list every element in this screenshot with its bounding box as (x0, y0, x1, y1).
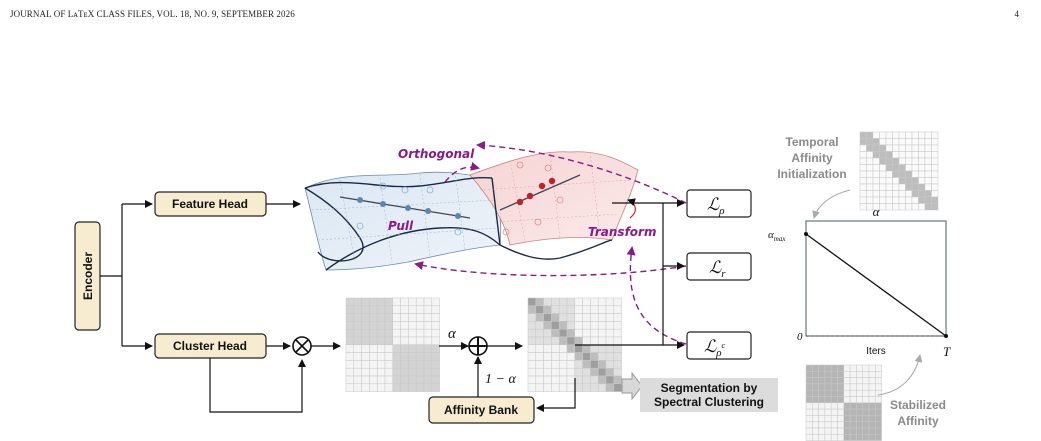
feature-head-label: Feature Head (172, 197, 248, 211)
loss-r-box: ℒr (686, 252, 752, 281)
cluster-affinity-matrix (345, 297, 440, 392)
chart-title: α (873, 204, 881, 219)
alpha-weight-label: α (448, 326, 457, 342)
multiply-operator (292, 336, 312, 356)
y-max-label: αmax (768, 229, 786, 243)
alpha-schedule-chart (804, 220, 948, 338)
page-number: 4 (1014, 9, 1020, 19)
loss-rho-c-box: ℒρc (686, 331, 752, 360)
cluster-head-block: Cluster Head (154, 333, 267, 359)
journal-header: JOURNAL OF LᴀTᴇX CLASS FILES, VOL. 18, N… (10, 9, 295, 19)
affinity-bank-label: Affinity Bank (444, 403, 518, 417)
one-minus-alpha-label: 1 − α (485, 372, 516, 387)
loss-rho-box: ℒρ (686, 189, 752, 218)
stabilized-title-2: Affinity (897, 414, 939, 428)
temporal-title-1: Temporal (785, 135, 838, 149)
transform-arrow (626, 246, 687, 345)
affinity-bank-block: Affinity Bank (428, 396, 535, 424)
segmentation-line-2: Spectral Clustering (654, 395, 764, 409)
segmentation-box: Segmentation by Spectral Clustering (640, 378, 778, 412)
svg-text:ℒr: ℒr (709, 258, 726, 280)
segmentation-line-1: Segmentation by (661, 381, 758, 395)
transform-label: Transform (588, 225, 656, 239)
orthogonal-label: Orthogonal (398, 147, 475, 161)
orthogonal-arrow (476, 140, 687, 204)
feature-manifold (304, 151, 639, 271)
x-axis-label: Iters (866, 346, 885, 357)
temporal-affinity-matrix (859, 131, 939, 211)
feature-head-block: Feature Head (154, 191, 267, 217)
encoder-block: Encoder (74, 221, 101, 331)
cluster-head-label: Cluster Head (173, 339, 247, 353)
encoder-label: Encoder (81, 252, 95, 300)
alpha-point-end (944, 334, 948, 338)
x-end-label: T (943, 344, 951, 359)
alpha-series-line (805, 233, 947, 337)
stabilized-affinity-small-matrix (805, 364, 882, 441)
svg-text:ℒρc: ℒρc (704, 337, 726, 359)
alpha-point-start (804, 232, 808, 236)
temporal-title-2: Affinity (791, 151, 833, 165)
stabilized-affinity-matrix (527, 297, 622, 392)
stabilized-title-1: Stabilized (890, 398, 946, 412)
svg-text:ℒρ: ℒρ (707, 195, 725, 217)
temporal-title-3: Initialization (777, 167, 846, 181)
pull-label: Pull (388, 219, 414, 233)
add-operator (468, 336, 488, 356)
pull-arrow (414, 261, 687, 277)
y-zero-label: 0 (797, 331, 803, 343)
